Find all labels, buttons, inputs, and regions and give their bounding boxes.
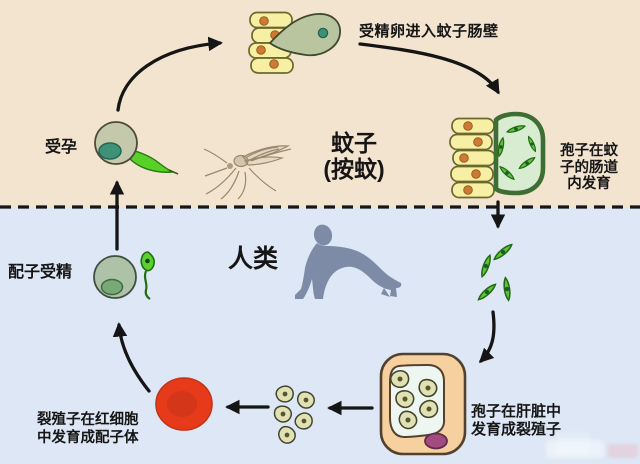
human-section-title: 人类	[228, 245, 279, 273]
mosquito-title-line2: (按蚊)	[323, 156, 385, 182]
watermark-smudge	[556, 432, 590, 456]
label-conception: 受孕	[45, 139, 78, 156]
oocyst-in-gut	[449, 111, 546, 199]
mosquito-sketch	[203, 145, 292, 200]
liver-cell-nucleus	[424, 432, 448, 450]
ookinete-cell	[268, 13, 341, 57]
watermark-smudge	[608, 444, 638, 458]
label-merozoite-in-rbc: 裂殖子在红细胞 中发育成配子体	[37, 412, 139, 446]
gamete-fertilization-cells	[93, 251, 155, 300]
arrow-rbc-to-gamete	[112, 322, 151, 393]
arrow-zygote-to-gutwall	[116, 36, 223, 112]
male-gamete-tail	[143, 270, 151, 300]
zygote-cell	[94, 121, 179, 175]
liver-cell	[379, 352, 467, 456]
label-gamete-fertilization: 配子受精	[8, 264, 73, 281]
red-blood-cell	[155, 377, 213, 431]
mosquito-section-title: 蚊子 (按蚊)	[300, 130, 408, 182]
merozoite-cluster	[271, 384, 318, 448]
arrow-label-to-oocyst	[358, 42, 500, 95]
female-gamete-nucleus	[100, 278, 124, 296]
free-sporozoites	[476, 241, 515, 303]
label-spore-develop-in-gut: 孢子在蚊 子的肠道 内发育	[560, 143, 618, 192]
mosquito-title-line1: 蚊子	[331, 130, 377, 156]
label-egg-enters-gut-wall: 受精卵进入蚊子肠壁	[359, 23, 499, 40]
label-spore-in-liver: 孢子在肝脏中 发育成裂殖子	[471, 403, 562, 438]
zygote-nucleus	[98, 142, 122, 160]
ookinete-nucleus	[317, 27, 329, 39]
ookinete-gut-wall	[248, 11, 341, 74]
cycle-arrows	[109, 36, 506, 416]
human-silhouette	[295, 224, 402, 299]
arrow-sporozoites-to-liver	[478, 310, 496, 364]
watermark-smudge	[546, 440, 604, 458]
